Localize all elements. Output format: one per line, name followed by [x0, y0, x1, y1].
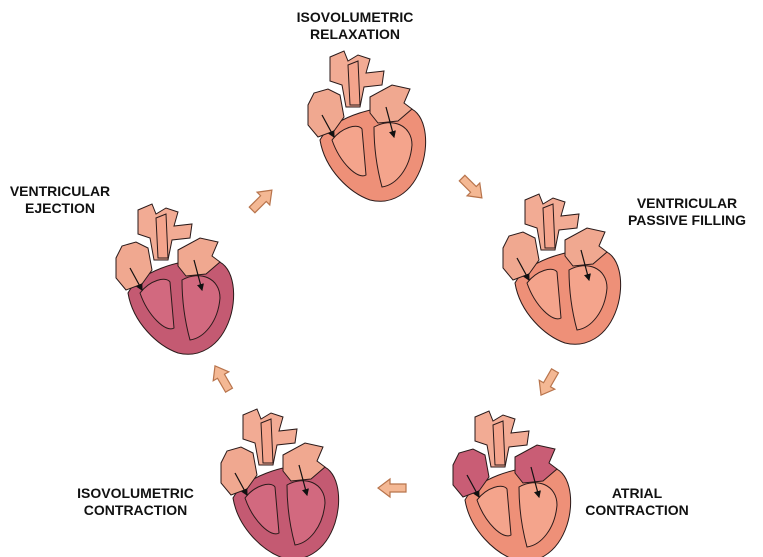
cycle-arrow-3 [378, 479, 406, 497]
label-line: ISOVOLUMETRIC [58, 485, 213, 502]
aorta [543, 204, 555, 248]
block-arrow-shape [378, 479, 406, 497]
label-line: CONTRACTION [572, 502, 702, 519]
block-arrow-shape [456, 172, 489, 205]
label-ventricular-ejection: VENTRICULAR EJECTION [0, 183, 120, 217]
label-isovolumetric-relaxation: ISOVOLUMETRIC RELAXATION [275, 9, 435, 43]
cycle-arrow-5 [246, 184, 279, 217]
aorta [493, 421, 505, 465]
block-arrow-shape [207, 361, 237, 394]
heart-ventricular-passive-filling [503, 194, 621, 344]
heart-isovolumetric-relaxation [308, 51, 426, 201]
aorta [156, 214, 168, 258]
label-ventricular-passive-filling: VENTRICULAR PASSIVE FILLING [612, 195, 762, 229]
heart-ventricular-ejection [116, 204, 234, 354]
label-line: VENTRICULAR [612, 195, 762, 212]
cycle-arrow-4 [207, 361, 237, 394]
label-atrial-contraction: ATRIAL CONTRACTION [572, 485, 702, 519]
cycle-arrow-1 [456, 172, 489, 205]
aorta [348, 61, 360, 105]
label-line: ATRIAL [572, 485, 702, 502]
label-isovolumetric-contraction: ISOVOLUMETRIC CONTRACTION [58, 485, 213, 519]
aorta [261, 419, 273, 463]
heart-atrial-contraction [453, 411, 571, 557]
label-line: PASSIVE FILLING [612, 212, 762, 229]
block-arrow-shape [246, 184, 279, 217]
label-line: EJECTION [0, 200, 120, 217]
label-line: ISOVOLUMETRIC [275, 9, 435, 26]
label-line: RELAXATION [275, 26, 435, 43]
label-line: VENTRICULAR [0, 183, 120, 200]
heart-isovolumetric-contraction [221, 409, 339, 557]
block-arrow-shape [533, 366, 563, 399]
label-line: CONTRACTION [58, 502, 213, 519]
cycle-arrow-2 [533, 366, 563, 399]
